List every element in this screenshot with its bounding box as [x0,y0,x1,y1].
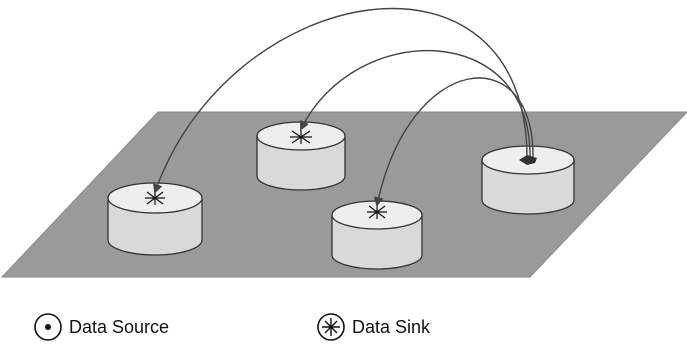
node-center-back [256,121,346,191]
edge-right-to-left [153,7,528,194]
cylinder-side [107,197,203,256]
cylinder-side [481,159,575,215]
data-sink-marker [367,205,387,219]
legend-data-sink: Data Sink [316,312,430,342]
edge-right-to-center-back [300,49,531,159]
edge-right-to-center-front [373,77,534,207]
legend-data-source: Data Source [33,312,169,342]
data-sink-icon [317,313,345,341]
data-source-marker [519,155,537,165]
cylinder-side [256,135,346,191]
legend-data-sink-label: Data Sink [352,316,431,337]
legend-data-source-label: Data Source [69,316,170,337]
cylinder-side [331,214,423,270]
data-sink-marker [290,130,312,144]
data-sink-marker [145,191,165,205]
node-left [107,182,203,256]
node-center-front [331,200,423,270]
data-source-icon [34,313,62,341]
